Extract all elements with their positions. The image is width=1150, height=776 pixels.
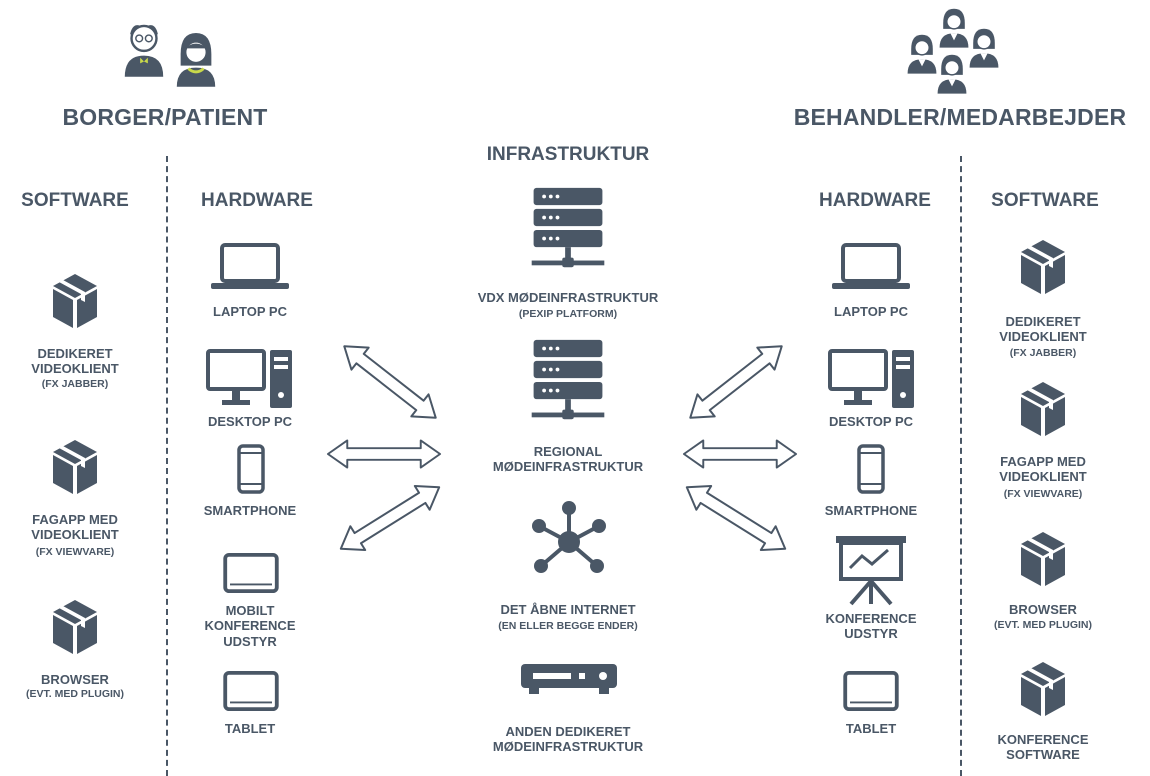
left-software-heading: SOFTWARE <box>21 190 129 211</box>
left-hardware-heading: HARDWARE <box>201 190 313 211</box>
package-box-icon <box>51 598 99 656</box>
left-hardware-desktop-label: DESKTOP PC <box>207 414 293 429</box>
server-rack-icon <box>528 338 608 424</box>
right-divider <box>960 156 962 776</box>
smartphone-icon <box>856 444 886 494</box>
right-software-2-label: FAGAPP MED VIDEOKLIENT <box>999 454 1087 485</box>
media-box-icon <box>519 662 619 698</box>
left-software-3-label: BROWSER <box>41 672 109 687</box>
right-software-4-label: KONFERENCE SOFTWARE <box>997 732 1089 763</box>
left-hardware-laptop-label: LAPTOP PC <box>213 304 287 319</box>
right-hardware-smartphone-label: SMARTPHONE <box>824 503 918 518</box>
network-hub-icon <box>527 500 611 584</box>
double-arrow-icon <box>678 331 795 433</box>
tablet-icon <box>222 552 280 594</box>
package-box-icon <box>1019 380 1067 438</box>
package-box-icon <box>1019 238 1067 296</box>
package-box-icon <box>1019 530 1067 588</box>
desktop-pc-icon <box>206 348 292 410</box>
other-dedicated-label: ANDEN DEDIKERET MØDEINFRASTRUKTUR <box>492 724 644 755</box>
right-software-heading: SOFTWARE <box>991 190 1099 211</box>
tablet-icon <box>222 670 280 712</box>
double-arrow-icon <box>682 436 798 472</box>
left-hardware-mobile-conference-label: MOBILT KONFERENCE UDSTYR <box>204 603 296 649</box>
double-arrow-icon <box>330 471 451 565</box>
double-arrow-icon <box>326 436 442 472</box>
double-arrow-icon <box>676 471 797 565</box>
elderly-couple-icon <box>120 14 230 94</box>
tablet-icon <box>842 670 900 712</box>
right-hardware-desktop-label: DESKTOP PC <box>828 414 914 429</box>
internet-label: DET ÅBNE INTERNET <box>500 602 636 617</box>
internet-note: (EN ELLER BEGGE ENDER) <box>498 620 638 632</box>
left-software-2-label: FAGAPP MED VIDEOKLIENT <box>31 512 119 543</box>
presentation-screen-icon <box>836 534 906 606</box>
desktop-pc-icon <box>828 348 914 410</box>
right-hardware-tablet-label: TABLET <box>845 721 897 736</box>
regional-label: REGIONAL MØDEINFRASTRUKTUR <box>492 444 644 475</box>
right-software-2-note: (FX VIEWVARE) <box>1003 488 1083 500</box>
server-rack-icon <box>528 186 608 272</box>
left-software-2-note: (FX VIEWVARE) <box>35 546 115 558</box>
medical-staff-group-icon <box>900 4 1010 94</box>
infrastructure-heading: INFRASTRUKTUR <box>486 144 650 165</box>
right-hardware-conference-label: KONFERENCE UDSTYR <box>825 611 917 642</box>
package-box-icon <box>51 438 99 496</box>
right-software-1-label: DEDIKERET VIDEOKLIENT <box>999 314 1087 345</box>
package-box-icon <box>51 272 99 330</box>
vdx-note: (PEXIP PLATFORM) <box>518 308 618 320</box>
right-software-3-label: BROWSER <box>1009 602 1077 617</box>
double-arrow-icon <box>332 331 449 433</box>
left-software-3-note: (EVT. MED PLUGIN) <box>25 688 124 700</box>
left-software-1-label: DEDIKERET VIDEOKLIENT <box>31 346 119 377</box>
left-software-1-note: (FX JABBER) <box>41 378 109 390</box>
vdx-label: VDX MØDEINFRASTRUKTUR <box>477 290 659 305</box>
left-hardware-tablet-label: TABLET <box>224 721 276 736</box>
smartphone-icon <box>236 444 266 494</box>
left-title: BORGER/PATIENT <box>62 104 268 130</box>
right-title: BEHANDLER/MEDARBEJDER <box>793 104 1127 130</box>
right-software-3-note: (EVT. MED PLUGIN) <box>993 619 1092 631</box>
right-hardware-laptop-label: LAPTOP PC <box>834 304 908 319</box>
left-hardware-smartphone-label: SMARTPHONE <box>203 503 297 518</box>
laptop-icon <box>210 242 290 292</box>
right-software-1-note: (FX JABBER) <box>1009 347 1077 359</box>
laptop-icon <box>831 242 911 292</box>
left-divider <box>166 156 168 776</box>
right-hardware-heading: HARDWARE <box>819 190 931 211</box>
package-box-icon <box>1019 660 1067 718</box>
